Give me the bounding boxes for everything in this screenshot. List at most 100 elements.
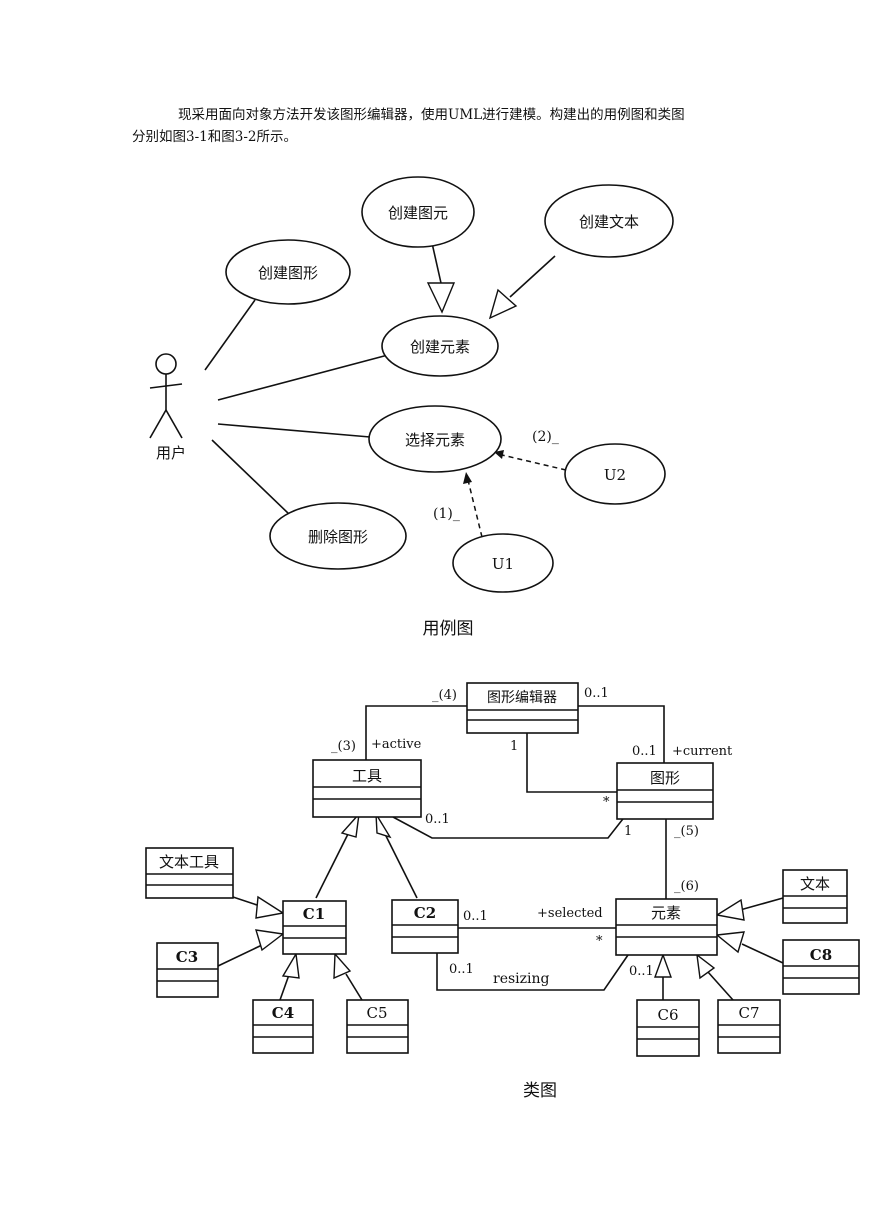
gen-c5-c1	[345, 973, 363, 1001]
use-case-create-text-label: 创建文本	[579, 213, 639, 231]
dep-u2-select	[501, 454, 567, 471]
actor-user-label: 用户	[156, 444, 186, 462]
class-c6-name: C6	[657, 1006, 678, 1024]
use-case-create-figure-label: 创建图形	[258, 264, 318, 282]
assoc-editor-figure-composition	[526, 733, 617, 793]
label-mult-figure-left: 1	[624, 824, 632, 839]
class-c1-name: C1	[303, 905, 325, 923]
label-mult-element-star: *	[596, 934, 603, 949]
use-case-create-element	[381, 315, 499, 377]
class-c7: C7	[717, 999, 781, 1054]
gen-create-text	[509, 255, 556, 298]
assoc-editor-figure	[578, 705, 665, 763]
use-case-create-primitive-label: 创建图元	[388, 204, 448, 222]
gen-head-tool-2	[375, 813, 392, 839]
class-text-tool: 文本工具	[145, 847, 234, 899]
label-mult-element-bottom: 0..1	[629, 964, 654, 979]
label-blank-5: _(5)	[674, 824, 699, 839]
gen-head-c1-bottom-right	[333, 952, 352, 980]
gen-create-primitive	[431, 242, 442, 284]
label-blank-2: (2)_	[532, 429, 559, 445]
gen-head-element-lower	[715, 931, 745, 954]
class-c8: C8	[782, 939, 860, 995]
gen-arrowhead-primitive	[426, 282, 456, 314]
use-case-create-figure	[225, 239, 351, 305]
class-text-tool-name: 文本工具	[159, 853, 219, 871]
use-case-select-element	[368, 405, 502, 473]
intro-paragraph: 现采用面向对象方法开发该图形编辑器，使用UML进行建模。构建出的用例图和类图 分…	[132, 104, 772, 148]
class-c4-name: C4	[272, 1004, 294, 1022]
actor-user: 用户	[149, 353, 186, 462]
gen-text-element	[739, 897, 784, 911]
gen-c2-tool	[382, 829, 418, 899]
class-c2-name: C2	[414, 904, 436, 922]
use-case-select-element-label: 选择元素	[405, 431, 465, 449]
dep-arrowhead-u1	[463, 472, 472, 484]
label-mult-editor-bottom: 1	[510, 739, 518, 754]
gen-arrowhead-text	[488, 288, 518, 320]
use-case-delete-figure	[269, 502, 407, 570]
label-mult-editor-right: 0..1	[584, 686, 609, 701]
label-role-resizing: resizing	[493, 971, 550, 987]
label-mult-figure-top: 0..1	[632, 744, 657, 759]
gen-texttool-c1	[232, 896, 261, 907]
use-case-caption: 用例图	[423, 619, 474, 639]
gen-c1-tool	[315, 829, 351, 899]
gen-head-tool-1	[340, 811, 360, 838]
assoc-editor-tool	[365, 705, 467, 760]
class-c2: C2	[391, 899, 459, 954]
class-c6: C6	[636, 999, 700, 1057]
label-mult-figure-star: *	[603, 795, 610, 810]
dep-u1-select	[467, 479, 483, 538]
gen-c3-c1	[217, 944, 263, 967]
label-role-current: +current	[672, 744, 733, 759]
class-diagram-caption: 类图	[523, 1081, 557, 1101]
gen-head-c1-bottom-left	[281, 951, 300, 979]
use-case-u2	[564, 443, 666, 505]
assoc-user-delete-figure	[211, 439, 291, 516]
assoc-c2-element-resizing	[436, 953, 629, 991]
use-case-u1	[452, 533, 554, 593]
class-editor-name: 图形编辑器	[487, 690, 557, 706]
class-c1: C1	[282, 900, 347, 955]
class-c5: C5	[346, 999, 409, 1054]
use-case-create-primitive	[361, 176, 475, 248]
use-case-create-element-label: 创建元素	[410, 338, 470, 356]
class-diagram: 图形编辑器 工具 图形 文本工具 C1	[145, 682, 860, 1101]
class-element-name: 元素	[651, 904, 681, 922]
gen-c8-element	[741, 943, 784, 964]
use-case-u2-label: U2	[604, 466, 626, 484]
class-c3-name: C3	[176, 948, 198, 966]
label-blank-4: _(4)	[432, 688, 457, 703]
gen-head-element-bottom-left	[654, 952, 672, 978]
label-role-selected: +selected	[537, 906, 603, 921]
class-c5-name: C5	[366, 1004, 387, 1022]
class-c8-name: C8	[810, 946, 832, 964]
gen-head-c1-lower	[255, 929, 285, 952]
use-case-u1-label: U1	[492, 555, 514, 573]
class-editor: 图形编辑器	[466, 682, 579, 734]
assoc-user-create-figure	[204, 299, 256, 371]
class-element: 元素	[615, 898, 718, 956]
gen-c7-element	[707, 971, 734, 1001]
label-blank-3: _(3)	[331, 739, 356, 754]
gen-head-element-bottom-right	[696, 953, 716, 980]
gen-head-c1-left	[255, 895, 285, 919]
gen-head-element-right	[715, 898, 745, 921]
class-figure-name: 图形	[650, 769, 680, 787]
label-blank-6: _(6)	[674, 879, 699, 894]
label-mult-tool-right: 0..1	[425, 812, 450, 827]
use-case-diagram: 用户 创建图形 创建图元 创建文本 创建元素 选择元素 删除图形 U2	[149, 176, 674, 639]
use-case-delete-figure-label: 删除图形	[308, 528, 368, 546]
class-figure: 图形	[616, 762, 714, 820]
class-tool-name: 工具	[352, 767, 382, 785]
class-text: 文本	[782, 869, 848, 924]
class-c3: C3	[156, 942, 219, 998]
label-mult-c2-bottom: 0..1	[449, 962, 474, 977]
label-mult-c2-right: 0..1	[463, 909, 488, 924]
assoc-user-create-element	[217, 354, 389, 401]
class-c7-name: C7	[738, 1004, 759, 1022]
class-text-name: 文本	[800, 875, 830, 893]
class-c4: C4	[252, 999, 314, 1054]
